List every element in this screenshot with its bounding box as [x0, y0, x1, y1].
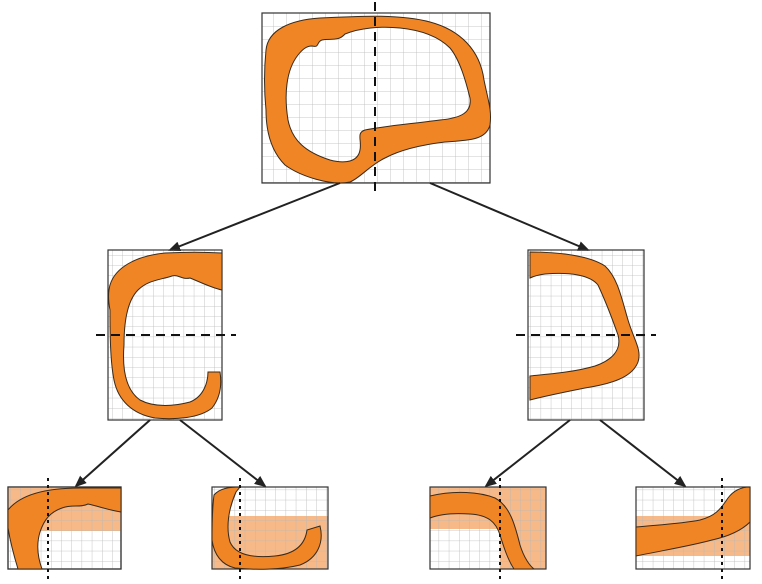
left-bottom-leaf [211, 478, 329, 582]
arrow-left-lefttop [74, 419, 151, 488]
arrow-left-leftbottom [179, 419, 267, 488]
left-top-shape [7, 487, 122, 570]
right-top-leaf [429, 478, 547, 582]
arrow-root-right [429, 182, 590, 251]
right-node [516, 249, 656, 421]
right-bottom-shape [635, 486, 751, 557]
arrow-right-righttop [484, 419, 571, 488]
left-bottom-shape [211, 486, 322, 570]
left-top-leaf [7, 478, 122, 582]
arrow-root-left [168, 182, 341, 251]
right-shape [529, 251, 640, 401]
right-top-shape [429, 491, 536, 570]
left-shape [108, 251, 223, 420]
root-node [261, 2, 491, 194]
right-bottom-leaf [635, 478, 751, 582]
arrow-right-rightbottom [599, 419, 687, 488]
left-node [96, 249, 236, 421]
root-shape [264, 15, 491, 184]
